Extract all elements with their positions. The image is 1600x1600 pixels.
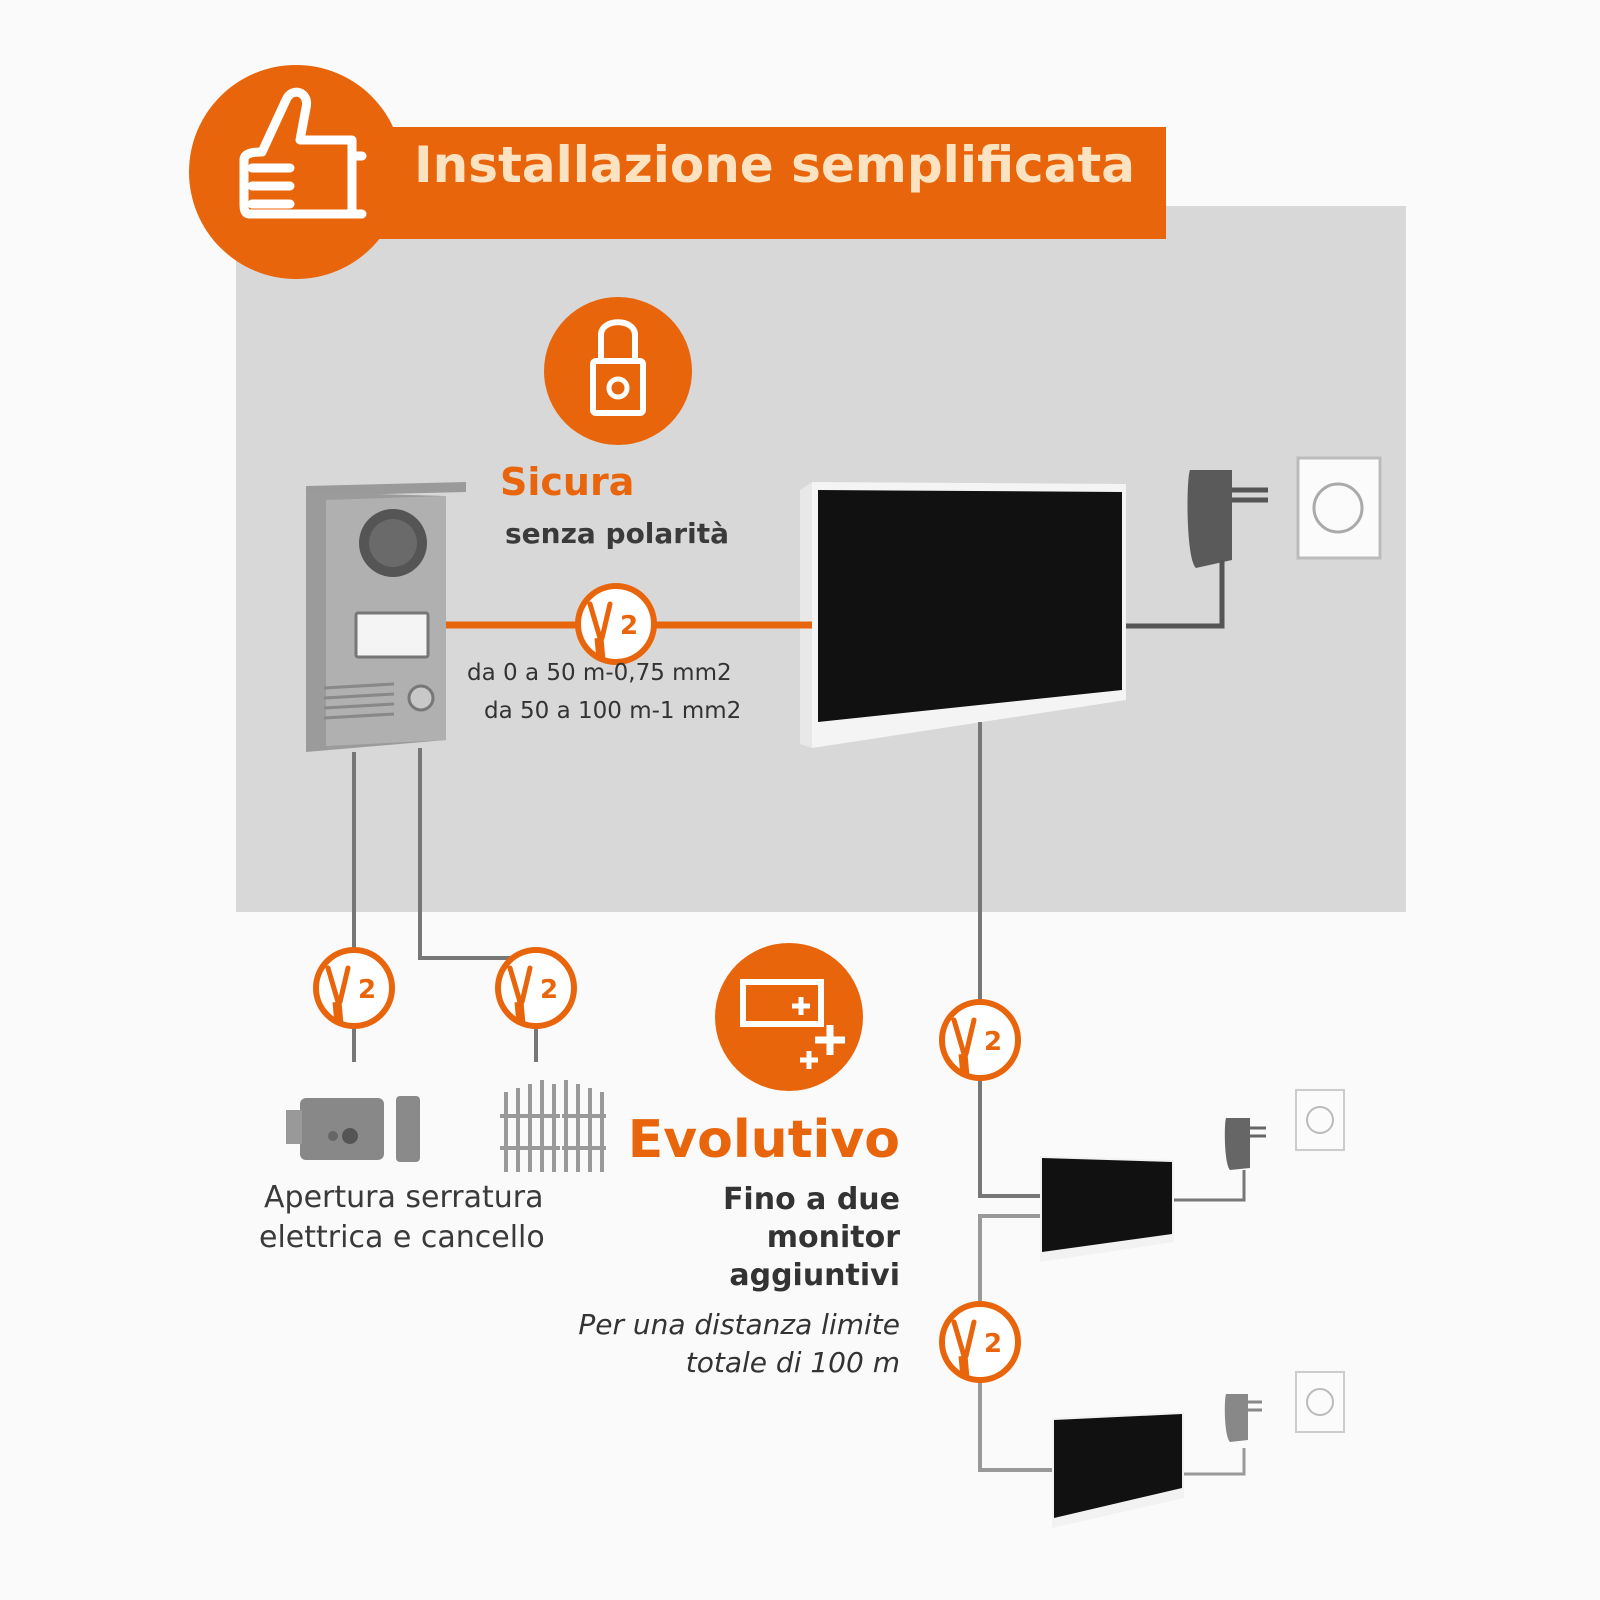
distance-note-line-2: totale di 100 m bbox=[685, 1346, 900, 1379]
main-monitor bbox=[800, 482, 1126, 748]
two-wire-cable-icon bbox=[578, 586, 654, 662]
evolutive-line-1: Fino a due bbox=[722, 1182, 900, 1217]
power-adapter bbox=[1224, 1118, 1266, 1170]
door-station bbox=[306, 482, 466, 752]
header-banner bbox=[189, 65, 1166, 279]
cable-spec-line-2: da 50 a 100 m-1 mm2 bbox=[484, 698, 742, 724]
opening-caption-line-2: elettrica e cancello bbox=[259, 1220, 545, 1255]
secure-subtitle: senza polarità bbox=[505, 517, 729, 550]
additional-monitor bbox=[1040, 1156, 1174, 1262]
electric-lock-icon bbox=[286, 1096, 420, 1162]
wall-socket bbox=[1295, 1089, 1345, 1151]
wall-socket bbox=[1295, 1371, 1345, 1433]
two-wire-cable-icon bbox=[316, 950, 392, 1026]
add-monitor-icon bbox=[715, 943, 863, 1091]
evolutive-line-2: monitor bbox=[766, 1220, 900, 1255]
two-wire-cable-icon bbox=[942, 1304, 1018, 1380]
distance-note-line-1: Per una distanza limite bbox=[578, 1308, 900, 1341]
thumbs-up-icon bbox=[239, 87, 367, 219]
power-adapter bbox=[1224, 1394, 1262, 1442]
two-wire-cable-icon bbox=[498, 950, 574, 1026]
additional-monitor bbox=[1052, 1412, 1184, 1528]
opening-caption-line-1: Apertura serratura bbox=[264, 1180, 544, 1215]
cable-spec-line-1: da 0 a 50 m-0,75 mm2 bbox=[467, 660, 732, 686]
secure-title: Sicura bbox=[500, 460, 635, 504]
gate-icon bbox=[500, 1080, 606, 1172]
power-adapter bbox=[1187, 470, 1268, 568]
padlock-icon bbox=[544, 297, 692, 445]
evolutive-line-3: aggiuntivi bbox=[729, 1258, 900, 1293]
page-title: Installazione semplificata bbox=[414, 136, 1136, 194]
wall-socket bbox=[1296, 456, 1382, 560]
two-wire-cable-icon bbox=[942, 1002, 1018, 1078]
evolutive-title: Evolutivo bbox=[627, 1110, 900, 1170]
